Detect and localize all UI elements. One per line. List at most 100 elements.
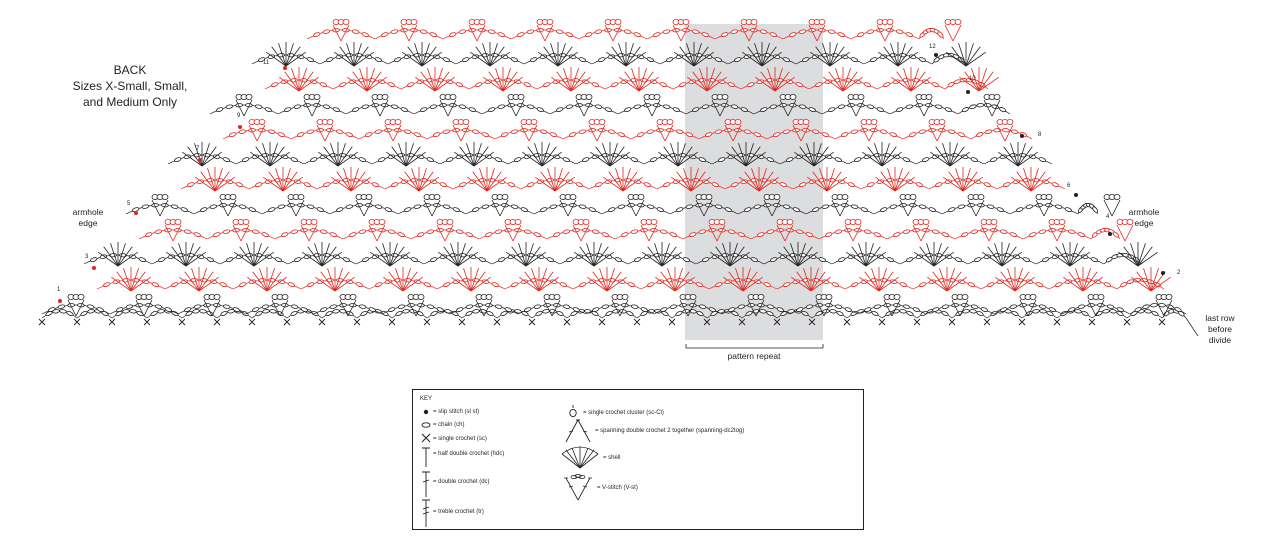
chain-stitch <box>1038 229 1047 234</box>
shell-post <box>933 243 942 267</box>
slip-stitch-dot <box>966 90 970 94</box>
shell-post <box>486 171 502 192</box>
v-stitch <box>643 99 661 117</box>
picot-chain <box>938 119 946 126</box>
chain-stitch <box>371 254 380 259</box>
shell-post <box>525 251 546 267</box>
chain-stitch <box>209 204 218 209</box>
shell-post <box>846 251 867 267</box>
chain-stitch <box>293 104 302 109</box>
shell-post <box>370 251 391 267</box>
shell-post <box>595 146 611 167</box>
chain-stitch <box>827 29 836 34</box>
chain-stitch <box>1134 307 1142 313</box>
chain-stitch <box>552 154 561 159</box>
chain-stitch <box>536 179 545 184</box>
shell-post <box>965 51 986 67</box>
chain-stitch <box>1028 154 1037 159</box>
picot-chain <box>621 293 629 300</box>
chain-stitch <box>514 157 522 162</box>
chain-stitch <box>789 32 797 37</box>
chain-stitch <box>808 107 816 112</box>
chain-stitch <box>1068 307 1076 312</box>
shell-post <box>391 146 407 167</box>
shell-post <box>982 251 1003 267</box>
shell-post <box>796 271 812 292</box>
chain-stitch <box>335 54 344 59</box>
shell-post <box>479 168 488 192</box>
chain-stitch <box>368 307 376 312</box>
shell-post <box>467 176 488 192</box>
chain-stitch <box>883 82 891 87</box>
chain-stitch <box>836 310 844 317</box>
chain-stitch <box>1150 303 1158 308</box>
chain-stitch <box>504 307 512 312</box>
v-stitch <box>203 299 221 317</box>
chain-stitch <box>403 129 412 134</box>
shell-post <box>321 251 342 267</box>
shell-post <box>1130 243 1139 267</box>
shell-post <box>556 71 572 92</box>
shell-post <box>178 243 187 267</box>
shell-post <box>1007 268 1016 292</box>
chain-stitch <box>536 254 545 259</box>
shell-post <box>201 151 222 167</box>
slip-stitch-dot <box>283 66 287 70</box>
v-stitch <box>611 299 629 317</box>
shell-post <box>726 151 747 167</box>
chain-stitch <box>395 310 403 317</box>
chain-stitch <box>782 57 790 62</box>
chain-stitch <box>520 207 528 212</box>
single-crochet-cluster-icon <box>569 405 577 418</box>
shell-post <box>859 276 880 292</box>
chain-stitch <box>1046 310 1054 317</box>
shell-post <box>1017 143 1026 167</box>
chain-stitch <box>702 257 710 262</box>
v-stitch <box>232 224 250 242</box>
picot-chain <box>825 293 833 300</box>
shell-post <box>826 168 835 192</box>
picot-chain <box>773 193 781 200</box>
chain-stitch <box>1016 207 1024 212</box>
chain-stitch <box>225 179 234 184</box>
chain-stitch <box>530 57 538 62</box>
chain-stitch <box>1051 254 1060 259</box>
chain-stitch <box>436 307 444 312</box>
chain-stitch <box>782 129 791 134</box>
chain-stitch <box>1009 232 1017 237</box>
picot-chain <box>954 18 962 25</box>
chain-stitch <box>976 132 984 138</box>
chain-stitch <box>316 279 325 284</box>
row-number-12: 12 <box>929 44 936 50</box>
shell-post <box>891 76 912 92</box>
shell-post <box>278 43 287 67</box>
chain-stitch <box>987 282 995 287</box>
shell-post <box>470 51 491 67</box>
shell-post <box>797 251 818 267</box>
chain-stitch <box>928 207 936 212</box>
shell-post <box>454 151 475 167</box>
shell-post <box>421 51 442 67</box>
chain-stitch <box>696 310 704 317</box>
v-stitch <box>271 299 289 317</box>
chain-stitch <box>539 54 548 59</box>
shell-post <box>683 168 692 192</box>
v-stitch <box>559 199 577 217</box>
chain-stitch <box>802 57 810 62</box>
chain-stitch <box>322 29 331 34</box>
v-stitch <box>672 24 690 42</box>
shell-post <box>347 76 368 92</box>
chain-stitch <box>805 304 814 309</box>
single-crochet <box>353 318 361 326</box>
v-stitch <box>883 299 901 317</box>
shell-post <box>375 246 391 267</box>
chain-stitch <box>180 207 188 212</box>
shell-post <box>457 246 473 267</box>
shell-post <box>250 151 271 167</box>
chain-stitch <box>287 282 295 287</box>
shell-post <box>1069 251 1090 267</box>
shell-post <box>470 276 491 292</box>
chain-stitch <box>698 304 707 309</box>
chain-stitch <box>711 182 719 187</box>
